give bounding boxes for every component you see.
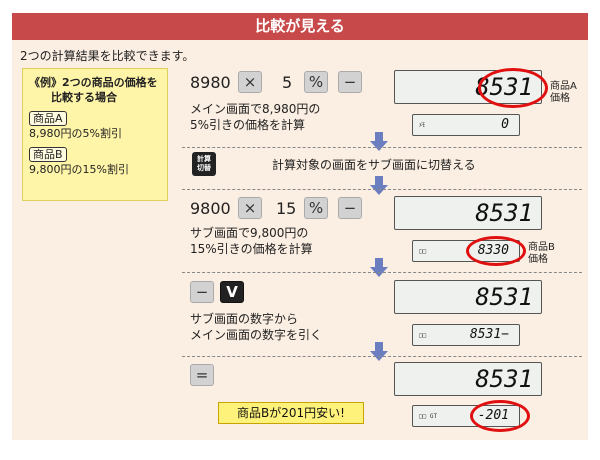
step3-text: サブ画面の数字から メイン画面の数字を引く <box>190 311 322 343</box>
equals-key[interactable]: = <box>190 364 214 386</box>
sub-display-3: □□ 8531− <box>412 324 520 346</box>
step1-percent-value: 5 <box>282 73 293 92</box>
example-heading-cont: 比較する場合 <box>51 91 117 104</box>
sub-display-4-tag: □□ GT <box>419 413 438 420</box>
step3-text-line2: メイン画面の数字を引く <box>190 328 323 342</box>
example-heading: 《例》2つの商品の価格を <box>29 76 158 89</box>
step1-text: メイン画面で8,980円の 5%引きの価格を計算 <box>190 101 320 133</box>
check-key[interactable]: V <box>220 281 244 303</box>
step3-text-line1: サブ画面の数字から <box>190 312 299 326</box>
calc-switch-key[interactable]: 計算 切替 <box>192 152 216 176</box>
step2-text-line1: サブ画面で9,800円の <box>190 226 309 240</box>
times-key-2[interactable]: × <box>238 197 262 219</box>
item-b-price-label-line1: 商品B <box>528 242 555 253</box>
highlight-ring-1 <box>478 68 548 108</box>
times-key[interactable]: × <box>238 71 262 93</box>
calc-switch-key-line2: 切替 <box>197 164 211 172</box>
step2-text-line2: 15%引きの価格を計算 <box>190 242 313 256</box>
minus-key-3[interactable]: − <box>190 281 214 303</box>
step2-text: サブ画面で9,800円の 15%引きの価格を計算 <box>190 225 313 257</box>
percent-key[interactable]: % <box>304 71 328 93</box>
down-arrow-1 <box>370 132 388 152</box>
percent-key-2[interactable]: % <box>304 197 328 219</box>
item-a-price-label: 商品A 価格 <box>550 81 577 105</box>
minus-key-2[interactable]: − <box>338 197 362 219</box>
divider-2 <box>182 189 582 190</box>
down-arrow-4 <box>370 342 388 362</box>
sub-display-3-tag: □□ <box>419 332 427 339</box>
down-arrow-3 <box>370 258 388 278</box>
step2-number: 9800 <box>190 199 231 218</box>
example-box: 《例》2つの商品の価格を 比較する場合 商品A 8,980円の5%割引 商品B … <box>22 68 168 201</box>
main-display-2: 8531 <box>394 196 542 230</box>
step1-text-line1: メイン画面で8,980円の <box>190 102 321 116</box>
item-b-tag: 商品B <box>29 147 67 162</box>
step1-number: 8980 <box>190 73 231 92</box>
divider-4 <box>182 356 582 357</box>
divider-3 <box>182 272 582 273</box>
highlight-ring-2 <box>466 236 526 266</box>
item-a-tag: 商品A <box>29 111 67 126</box>
step1-text-line2: 5%引きの価格を計算 <box>190 118 306 132</box>
sub-display-1: ﾒﾓ 0 <box>412 114 520 136</box>
item-b-price-label: 商品B 価格 <box>528 242 555 266</box>
step2-percent-value: 15 <box>276 199 297 218</box>
minus-key[interactable]: − <box>338 71 362 93</box>
item-b-price-label-line2: 価格 <box>528 254 548 265</box>
main-display-3: 8531 <box>394 280 542 314</box>
item-a-desc: 8,980円の5%割引 <box>29 127 122 140</box>
item-a-price-label-line1: 商品A <box>550 81 577 92</box>
sub-display-2-tag: □□ <box>419 248 427 255</box>
sub-display-1-value: 0 <box>501 117 509 132</box>
divider-1 <box>182 147 582 148</box>
highlight-ring-3 <box>470 400 530 432</box>
sub-display-3-value: 8531− <box>469 327 509 342</box>
sub-display-1-tag: ﾒﾓ <box>419 122 426 129</box>
calc-switch-key-line1: 計算 <box>197 155 211 163</box>
intro-text: 2つの計算結果を比較できます。 <box>20 49 195 63</box>
down-arrow-2 <box>370 176 388 196</box>
item-b-desc: 9,800円の15%割引 <box>29 163 129 176</box>
section-title: 比較が見える <box>12 13 588 40</box>
switch-step-text: 計算対象の画面をサブ画面に切替える <box>272 158 476 172</box>
main-display-4: 8531 <box>394 362 542 396</box>
item-a-price-label-line2: 価格 <box>550 93 570 104</box>
result-callout: 商品Bが201円安い! <box>218 402 364 424</box>
